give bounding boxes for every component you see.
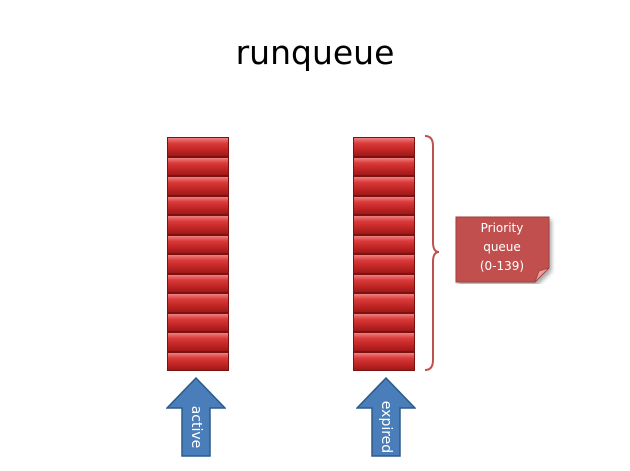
callout-line-3: (0-139)	[479, 259, 525, 273]
expired-pointer-arrow: expired	[356, 377, 416, 457]
queue-slot	[353, 351, 415, 371]
queue-slot	[353, 176, 415, 196]
queue-slot	[353, 254, 415, 274]
callout-line-1: Priority	[480, 221, 524, 235]
queue-slot	[353, 195, 415, 215]
queue-slot	[167, 332, 229, 352]
callout-text: Priority queue (0-139)	[455, 219, 549, 276]
queue-slot	[353, 234, 415, 254]
callout-line-2: queue	[483, 240, 521, 254]
queue-slot	[167, 176, 229, 196]
expired-arrow-label: expired	[378, 400, 394, 454]
queue-slot	[167, 234, 229, 254]
up-arrow-icon	[166, 377, 226, 457]
queue-slot	[353, 312, 415, 332]
up-arrow-icon	[356, 377, 416, 457]
queue-slot	[353, 273, 415, 293]
queue-slot	[167, 254, 229, 274]
queue-slot	[167, 137, 229, 157]
right-brace-icon	[424, 135, 440, 371]
queue-slot	[167, 215, 229, 235]
queue-slot	[353, 156, 415, 176]
active-queue-stack	[167, 137, 229, 371]
diagram-title: runqueue	[235, 33, 395, 72]
folded-note-shape	[455, 216, 550, 283]
expired-queue-stack	[353, 137, 415, 371]
queue-slot	[167, 351, 229, 371]
queue-slot	[353, 293, 415, 313]
active-pointer-arrow: active	[166, 377, 226, 457]
queue-slot	[167, 293, 229, 313]
queue-slot	[167, 312, 229, 332]
queue-slot	[353, 215, 415, 235]
queue-slot	[353, 137, 415, 157]
priority-queue-callout: Priority queue (0-139)	[455, 216, 555, 284]
queue-slot	[167, 273, 229, 293]
queue-slot	[167, 195, 229, 215]
queue-slot	[353, 332, 415, 352]
active-arrow-label: active	[188, 405, 204, 449]
queue-slot	[167, 156, 229, 176]
